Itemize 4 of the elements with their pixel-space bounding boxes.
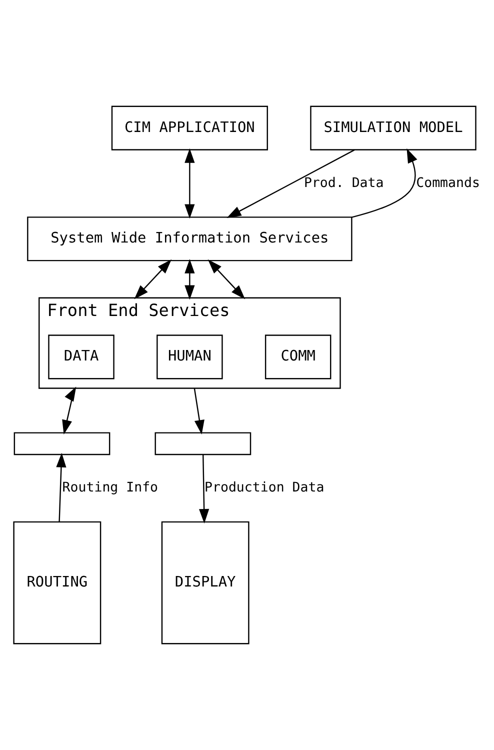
- edge-label: Prod. Data: [303, 176, 384, 191]
- edge-label: Commands: [416, 176, 480, 191]
- edge-label: Production Data: [204, 480, 324, 496]
- edge-label: Routing Info: [62, 480, 158, 496]
